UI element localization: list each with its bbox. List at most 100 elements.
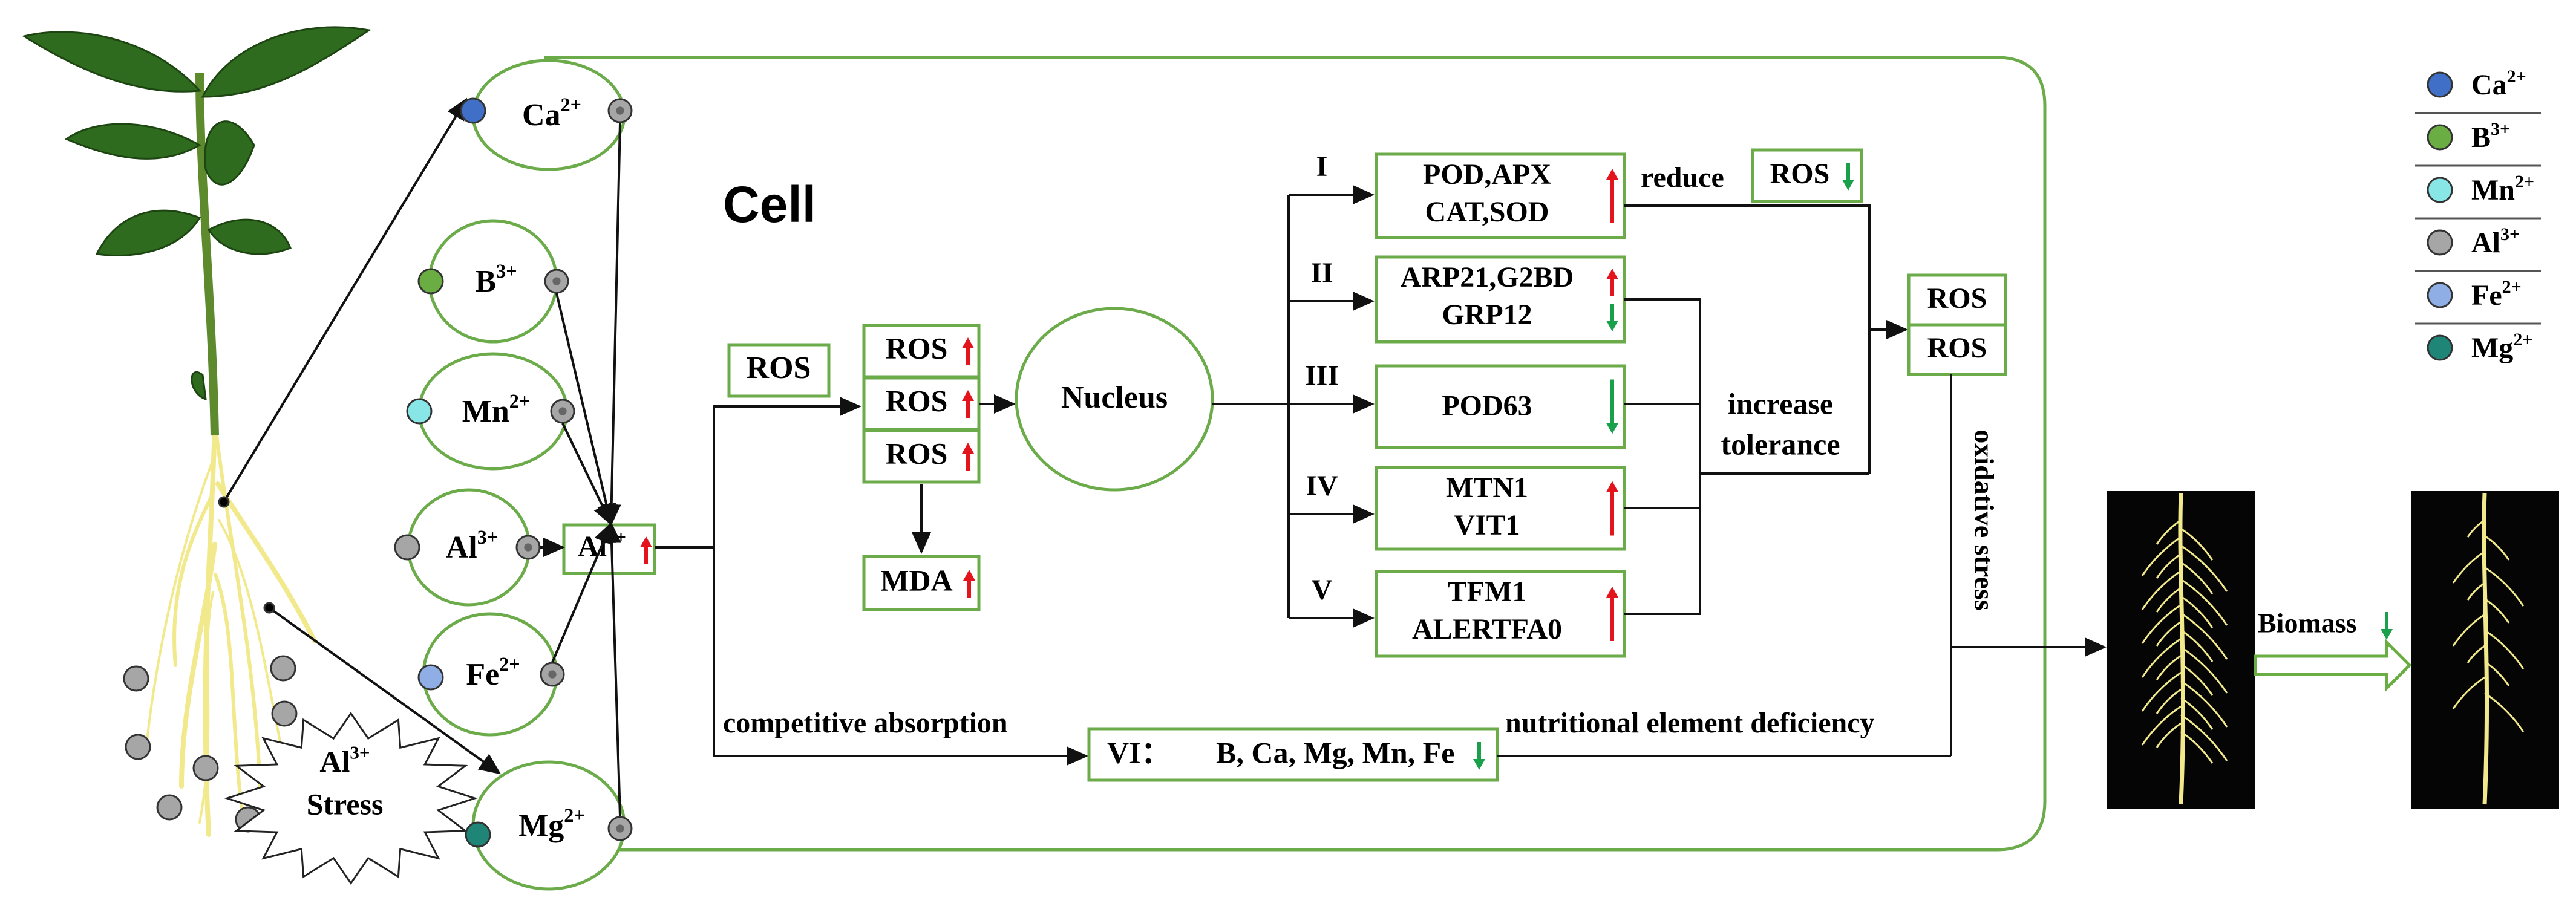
pathway-gene-line: TFM1 bbox=[1448, 576, 1527, 608]
pathway-gene-line: ALERTFA0 bbox=[1412, 613, 1562, 645]
pathway-trend-arrow-head bbox=[1606, 169, 1618, 180]
arrow-competitive bbox=[713, 547, 1088, 766]
pathway-trend-arrow-head bbox=[1606, 423, 1618, 434]
ros-stack-trend-arrow-head bbox=[962, 390, 974, 401]
stem bbox=[195, 72, 219, 436]
root-panel-stressed-lateral-root bbox=[2484, 598, 2510, 624]
increase-label: increase bbox=[1728, 386, 1833, 420]
soil-al-ion-fill bbox=[270, 655, 296, 682]
pathway-trend-arrow-head bbox=[1606, 321, 1618, 331]
ros-stack-trend-arrow bbox=[962, 390, 974, 418]
root-panel-control-lateral-root bbox=[2156, 688, 2182, 714]
soil-al-ion bbox=[156, 794, 183, 821]
legend-charge: 3+ bbox=[2491, 119, 2510, 139]
transporter-label-al: Al3+ bbox=[446, 526, 499, 565]
ion-dot-b-fill bbox=[417, 268, 444, 295]
pathway-trend-arrow bbox=[1606, 481, 1618, 536]
pathway-gene-line: ARP21,G2BD bbox=[1401, 261, 1574, 293]
arrow-al-uptake bbox=[561, 423, 612, 526]
deficiency-roman: VI： bbox=[1107, 735, 1171, 769]
pathway-gene-line: VIT1 bbox=[1454, 509, 1520, 541]
root-panel-stressed-lateral-root bbox=[2484, 692, 2525, 732]
deficiency-elements: B, Ca, Mg, Mn, Fe bbox=[1216, 735, 1454, 769]
biomass-block-arrow bbox=[2254, 638, 2412, 692]
arrow-plant-to-ca bbox=[223, 97, 468, 503]
pathway-trend-arrow-head bbox=[1606, 587, 1618, 598]
pathway-box-iv bbox=[1375, 466, 1626, 551]
ros-reduced-box bbox=[1751, 148, 1863, 203]
pathway-trend-arrow bbox=[1606, 379, 1618, 434]
competitive-absorption-label: competitive absorption bbox=[723, 707, 1008, 739]
legend-label-mn: Mn2+ bbox=[2471, 172, 2534, 206]
legend-dot-ca bbox=[2427, 71, 2453, 98]
soil-al-ion-fill bbox=[123, 665, 149, 692]
root-panel-stressed-lateral-root bbox=[2466, 582, 2485, 601]
legend-symbol: Fe bbox=[2471, 279, 2502, 311]
ros-right-box-bottom bbox=[1907, 323, 2007, 376]
root-panel-stressed-lateral-root bbox=[2452, 676, 2485, 709]
al-pump-al-core bbox=[524, 543, 532, 552]
legend-charge: 2+ bbox=[2507, 67, 2526, 86]
reduce-label: reduce bbox=[1641, 161, 1724, 194]
pathway-gene-line: MTN1 bbox=[1446, 472, 1528, 504]
transporter-label-ca: Ca2+ bbox=[522, 94, 581, 132]
ion-dot-mg-fill bbox=[465, 821, 491, 848]
root-panel-control-lateral-root bbox=[2156, 722, 2182, 748]
soil-al-ion bbox=[123, 665, 149, 692]
ion-dot-al bbox=[394, 534, 420, 561]
cell-membrane bbox=[544, 56, 2047, 852]
pathway-box-ii bbox=[1375, 255, 1626, 344]
soil-al-ion bbox=[192, 755, 219, 781]
root-strand bbox=[144, 458, 214, 757]
mda-label: MDA bbox=[880, 563, 952, 597]
soil-al-ion bbox=[270, 655, 296, 682]
root-panel-control-lateral-root bbox=[2141, 604, 2182, 644]
legend-label-al: Al3+ bbox=[2471, 224, 2520, 259]
legend-symbol: Mn bbox=[2471, 174, 2515, 206]
arrow-origin-root-fill bbox=[263, 602, 275, 614]
pathway-trend-arrow bbox=[1606, 304, 1618, 331]
ros-stack-box bbox=[862, 429, 981, 484]
legend-dot-ca-fill bbox=[2427, 71, 2453, 98]
biomass-trend-arrow-head bbox=[2381, 629, 2393, 640]
root-panel-stressed-lateral-root bbox=[2484, 566, 2525, 607]
deficiency-trend-arrow bbox=[1473, 742, 1485, 770]
root-panel-control-lateral-root bbox=[2156, 553, 2182, 579]
ros-stack-trend-arrow bbox=[962, 337, 974, 365]
root-panel-control-lateral-root bbox=[2156, 620, 2182, 647]
pathway-trend-arrow-head bbox=[1606, 269, 1618, 279]
pathway-gene-line: CAT,SOD bbox=[1425, 196, 1549, 228]
root-panel-stressed-lateral-root bbox=[2484, 660, 2510, 686]
legend-dot-fe bbox=[2427, 282, 2453, 308]
root-panel-control-lateral-root bbox=[2180, 595, 2214, 628]
pathway-trend-arrow bbox=[1606, 587, 1618, 641]
ros-input-box bbox=[727, 343, 831, 398]
legend-dot-al-fill bbox=[2427, 229, 2453, 256]
ion-dot-mg bbox=[465, 821, 491, 848]
mda-trend-arrow-head bbox=[963, 570, 975, 581]
root-panel-control-lateral-root bbox=[2180, 612, 2228, 660]
al-pump-fe bbox=[540, 662, 565, 687]
ros-input-label: ROS bbox=[747, 351, 811, 385]
root-panel-control-lateral-root bbox=[2141, 705, 2182, 746]
ros-reduced-label: ROS bbox=[1770, 158, 1830, 190]
root-strand bbox=[198, 591, 214, 824]
root-panel-control-lateral-root bbox=[2141, 536, 2182, 576]
ros-stack-trend-arrow bbox=[962, 443, 974, 471]
ros-stack-label: ROS bbox=[886, 383, 948, 417]
ros-right-label: ROS bbox=[1927, 282, 1987, 314]
leaf bbox=[191, 371, 207, 401]
arrow-al-uptake bbox=[601, 521, 621, 817]
ion-dot-al-fill bbox=[394, 534, 420, 561]
pathway-roman-ii: II bbox=[1310, 257, 1333, 289]
al-trend-up-arrow bbox=[640, 536, 652, 564]
nucleus-label: Nucleus bbox=[1061, 380, 1168, 415]
root-strand bbox=[215, 481, 317, 643]
al-pump-al bbox=[515, 535, 541, 560]
pathway-box-iii bbox=[1375, 364, 1626, 449]
legend-dot-mg-fill bbox=[2427, 334, 2453, 361]
arrow-al-uptake bbox=[551, 521, 613, 663]
leaf bbox=[22, 31, 202, 93]
legend-label-fe: Fe2+ bbox=[2471, 277, 2522, 311]
legend-charge: 2+ bbox=[2502, 277, 2522, 297]
